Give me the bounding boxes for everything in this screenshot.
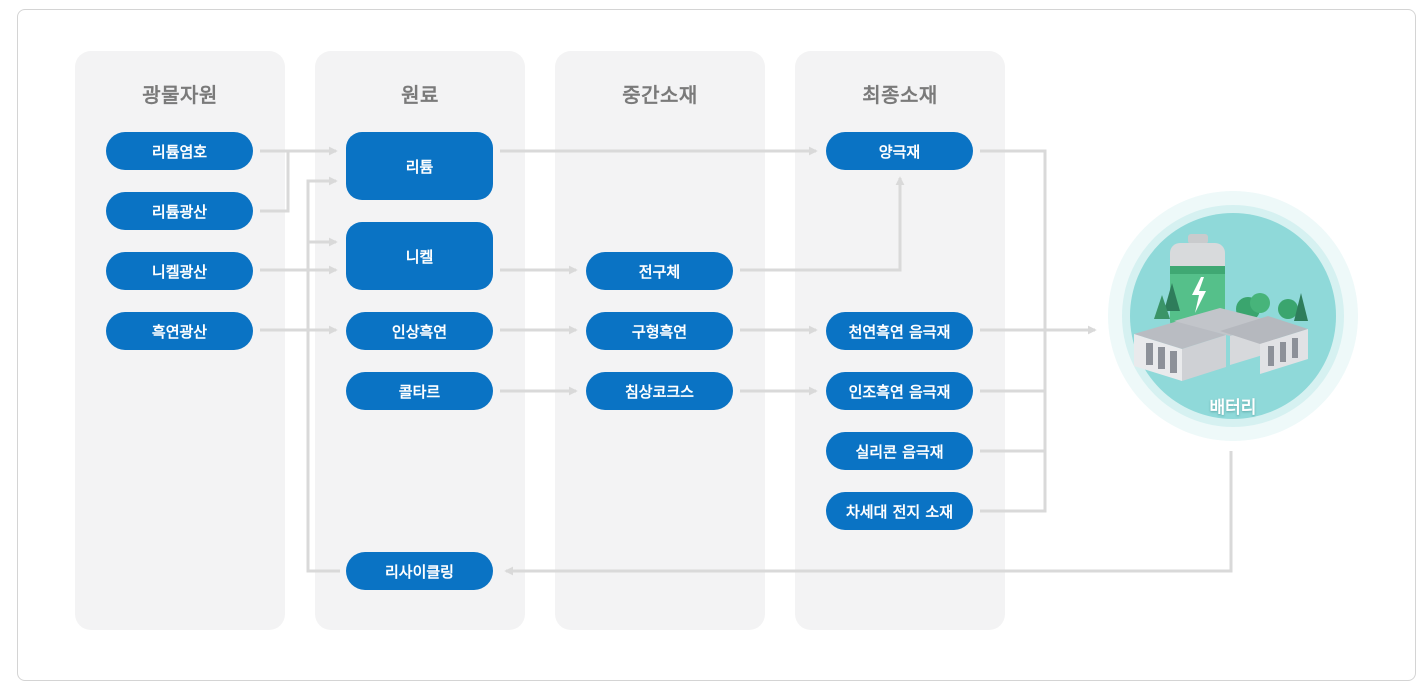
- arrow-recycle-to-lithium: [306, 176, 340, 573]
- node-coal-tar: 콜타르: [346, 372, 493, 410]
- node-silicon-anode: 실리콘 음극재: [826, 432, 973, 470]
- node-graphite-mine: 흑연광산: [106, 312, 253, 350]
- node-lithium-brine: 리튬염호: [106, 132, 253, 170]
- node-recycling: 리사이클링: [346, 552, 493, 590]
- arrow-battery-to-recycling: [504, 451, 1233, 576]
- arrow-ore-to-lithium: [260, 151, 290, 213]
- node-needle-coke: 침상코크스: [586, 372, 733, 410]
- node-artificial-anode: 인조흑연 음극재: [826, 372, 973, 410]
- node-nickel-ore: 니켈광산: [106, 252, 253, 290]
- node-nickel: 니켈: [346, 222, 493, 290]
- energy-storage-icon: [1134, 308, 1308, 381]
- arrow-precursor-to-cathode: [740, 176, 905, 272]
- battery-illustration: [1108, 191, 1358, 441]
- node-next-gen: 차세대 전지 소재: [826, 492, 973, 530]
- column-title-final: 최종소재: [862, 83, 938, 107]
- node-flake-graphite: 인상흑연: [346, 312, 493, 350]
- node-lithium: 리튬: [346, 132, 493, 200]
- node-natural-anode: 천연흑연 음극재: [826, 312, 973, 350]
- column-title-intermediate: 중간소재: [622, 83, 698, 107]
- battery-node: 배터리: [1108, 191, 1358, 441]
- node-precursor: 전구체: [586, 252, 733, 290]
- node-spherical-graphite: 구형흑연: [586, 312, 733, 350]
- node-cathode: 양극재: [826, 132, 973, 170]
- column-title-mineral: 광물자원: [142, 83, 218, 107]
- node-lithium-ore: 리튬광산: [106, 192, 253, 230]
- column-title-raw: 원료: [401, 83, 439, 107]
- battery-label: 배터리: [1209, 398, 1257, 418]
